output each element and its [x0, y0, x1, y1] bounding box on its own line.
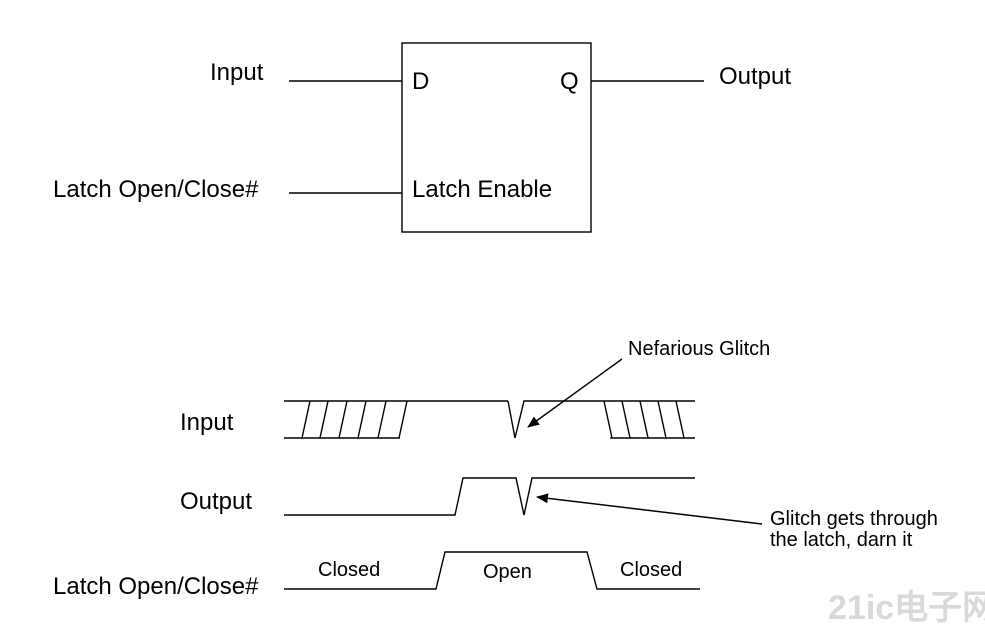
watermark-logo: 21ic电子网	[828, 589, 985, 627]
output-glitch-arrow	[536, 493, 763, 525]
annotations: Nefarious Glitch Glitch gets through the…	[527, 338, 938, 551]
input-glitch-arrow	[527, 358, 623, 428]
timing-diagram: Input Output Latch Open/C	[53, 400, 700, 600]
input-glitch-note: Nefarious Glitch	[628, 338, 770, 360]
d-pin-label: D	[412, 68, 429, 95]
timing-control-label: Latch Open/Close#	[53, 573, 259, 600]
enable-pin-label: Latch Enable	[412, 176, 552, 203]
timing-output-label: Output	[180, 488, 252, 515]
state-closed-left: Closed	[318, 559, 380, 581]
q-pin-label: Q	[560, 68, 579, 95]
output-waveform	[284, 477, 695, 516]
block-input-label: Input	[210, 59, 264, 86]
state-open: Open	[483, 561, 532, 583]
latch-block: D Q Latch Enable Input Output Latch Open…	[53, 42, 791, 233]
block-output-label: Output	[719, 63, 791, 90]
state-closed-right: Closed	[620, 559, 682, 581]
output-glitch-note-line1: Glitch gets through	[770, 508, 938, 530]
input-waveform	[284, 400, 695, 439]
control-waveform	[284, 551, 700, 590]
output-glitch-note-line2: the latch, darn it	[770, 529, 913, 551]
block-control-label: Latch Open/Close#	[53, 176, 259, 203]
latch-box	[401, 42, 592, 233]
timing-input-label: Input	[180, 409, 234, 436]
